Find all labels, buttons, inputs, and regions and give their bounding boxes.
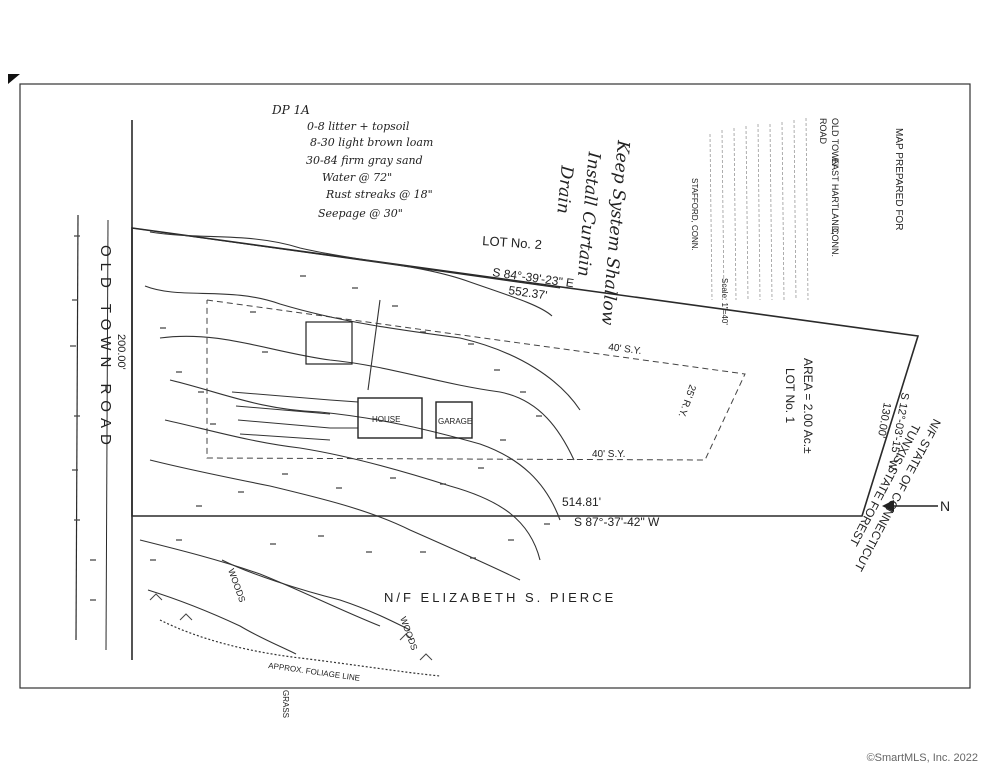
lot-boundary	[131, 227, 920, 517]
setback-top-label: 40' S.Y.	[608, 342, 643, 357]
south-abutter: N/F ELIZABETH S. PIERCE	[384, 590, 616, 605]
leach-field	[231, 391, 331, 441]
south-bearing: S 87°-37'-42" W	[574, 515, 660, 529]
north-distance: 552.37'	[508, 283, 549, 302]
garage-outline	[435, 401, 473, 439]
house-label: HOUSE	[372, 415, 400, 424]
road-label: OLD TOWN ROAD	[97, 245, 114, 451]
east-abutter: N/F STATE OF CONNECTICUT TUNXIS STATE FO…	[846, 417, 943, 574]
contour-line	[139, 539, 381, 627]
contour-line	[149, 459, 521, 581]
title-line: STAFFORD, CONN.	[690, 178, 699, 251]
east-distance: 130.00'	[875, 401, 893, 438]
handwritten-instruction: Keep System Shallow Install Curtain Drai…	[552, 139, 633, 327]
contour-line	[149, 231, 553, 317]
soil-notes: DP 1A 0-8 litter + topsoil 8-30 light br…	[271, 103, 433, 220]
road-edge-inner	[105, 219, 109, 651]
south-distance: 514.81'	[562, 495, 601, 509]
soil-note-line: 8-30 light brown loam	[310, 136, 433, 149]
house-outline	[357, 397, 423, 439]
copyright-notice: ©SmartMLS, Inc. 2022	[866, 752, 978, 764]
title-block: MAP PREPARED FOR	[893, 128, 904, 230]
title-block-columns: OLD TOWN EAST HARTLAND, CONN. ROAD Scale…	[690, 118, 840, 325]
lot-1-label: LOT No. 1	[783, 368, 797, 423]
soil-note-line: Seepage @ 30"	[318, 207, 403, 220]
lot-2-line	[131, 227, 561, 289]
soil-note-line: Water @ 72"	[322, 171, 392, 184]
foliage-line	[159, 619, 441, 677]
garage-label: GARAGE	[438, 417, 472, 426]
title-line: Scale: 1"=40'	[720, 278, 729, 325]
scan-corner-mark	[8, 74, 20, 84]
title-line: EAST HARTLAND,	[830, 158, 840, 235]
north-arrow-label: N	[940, 498, 950, 514]
contour-line	[159, 335, 575, 461]
woods-left-label: WOODS	[226, 567, 247, 603]
soil-note-line: Rust streaks @ 18"	[325, 188, 433, 201]
lot-1-label-group: LOT No. 1 AREA = 2.00 Ac.±	[783, 358, 815, 454]
woods-right-label: WOODS	[398, 615, 419, 651]
contour-line	[221, 559, 411, 631]
setback-bottom-label: 40' S.Y.	[592, 449, 625, 460]
contour-line	[164, 419, 541, 561]
road-edge-west	[75, 214, 79, 641]
soil-note-line: 0-8 litter + topsoil	[307, 120, 410, 133]
grass-label: GRASS	[281, 690, 290, 718]
lot-2-label: LOT No. 2	[482, 233, 543, 252]
tree-symbols	[149, 593, 433, 661]
septic-note-box	[305, 321, 353, 365]
title-line: CONN.	[830, 228, 840, 257]
soil-note-line: 30-84 firm gray sand	[306, 154, 423, 167]
contour-line	[169, 379, 561, 521]
title-block-text-lines	[709, 117, 809, 301]
instruction-line: Drain	[552, 164, 576, 215]
spot-elevation-marks	[70, 235, 550, 601]
setback-right-label: 25' R.Y.	[676, 383, 698, 419]
title-line: MAP PREPARED FOR	[893, 128, 904, 230]
contour-line	[147, 589, 297, 655]
lot-1-area: AREA = 2.00 Ac.±	[801, 358, 815, 454]
north-arrow: N	[882, 498, 950, 514]
setback-line	[206, 299, 746, 461]
road-distance: 200.00'	[115, 334, 127, 370]
instruction-line: Install Curtain	[573, 150, 604, 277]
sheet-frame	[19, 83, 971, 689]
title-line: ROAD	[818, 118, 828, 145]
contour-line	[367, 299, 381, 391]
soil-notes-title: DP 1A	[271, 103, 310, 117]
title-line: OLD TOWN	[830, 118, 840, 166]
